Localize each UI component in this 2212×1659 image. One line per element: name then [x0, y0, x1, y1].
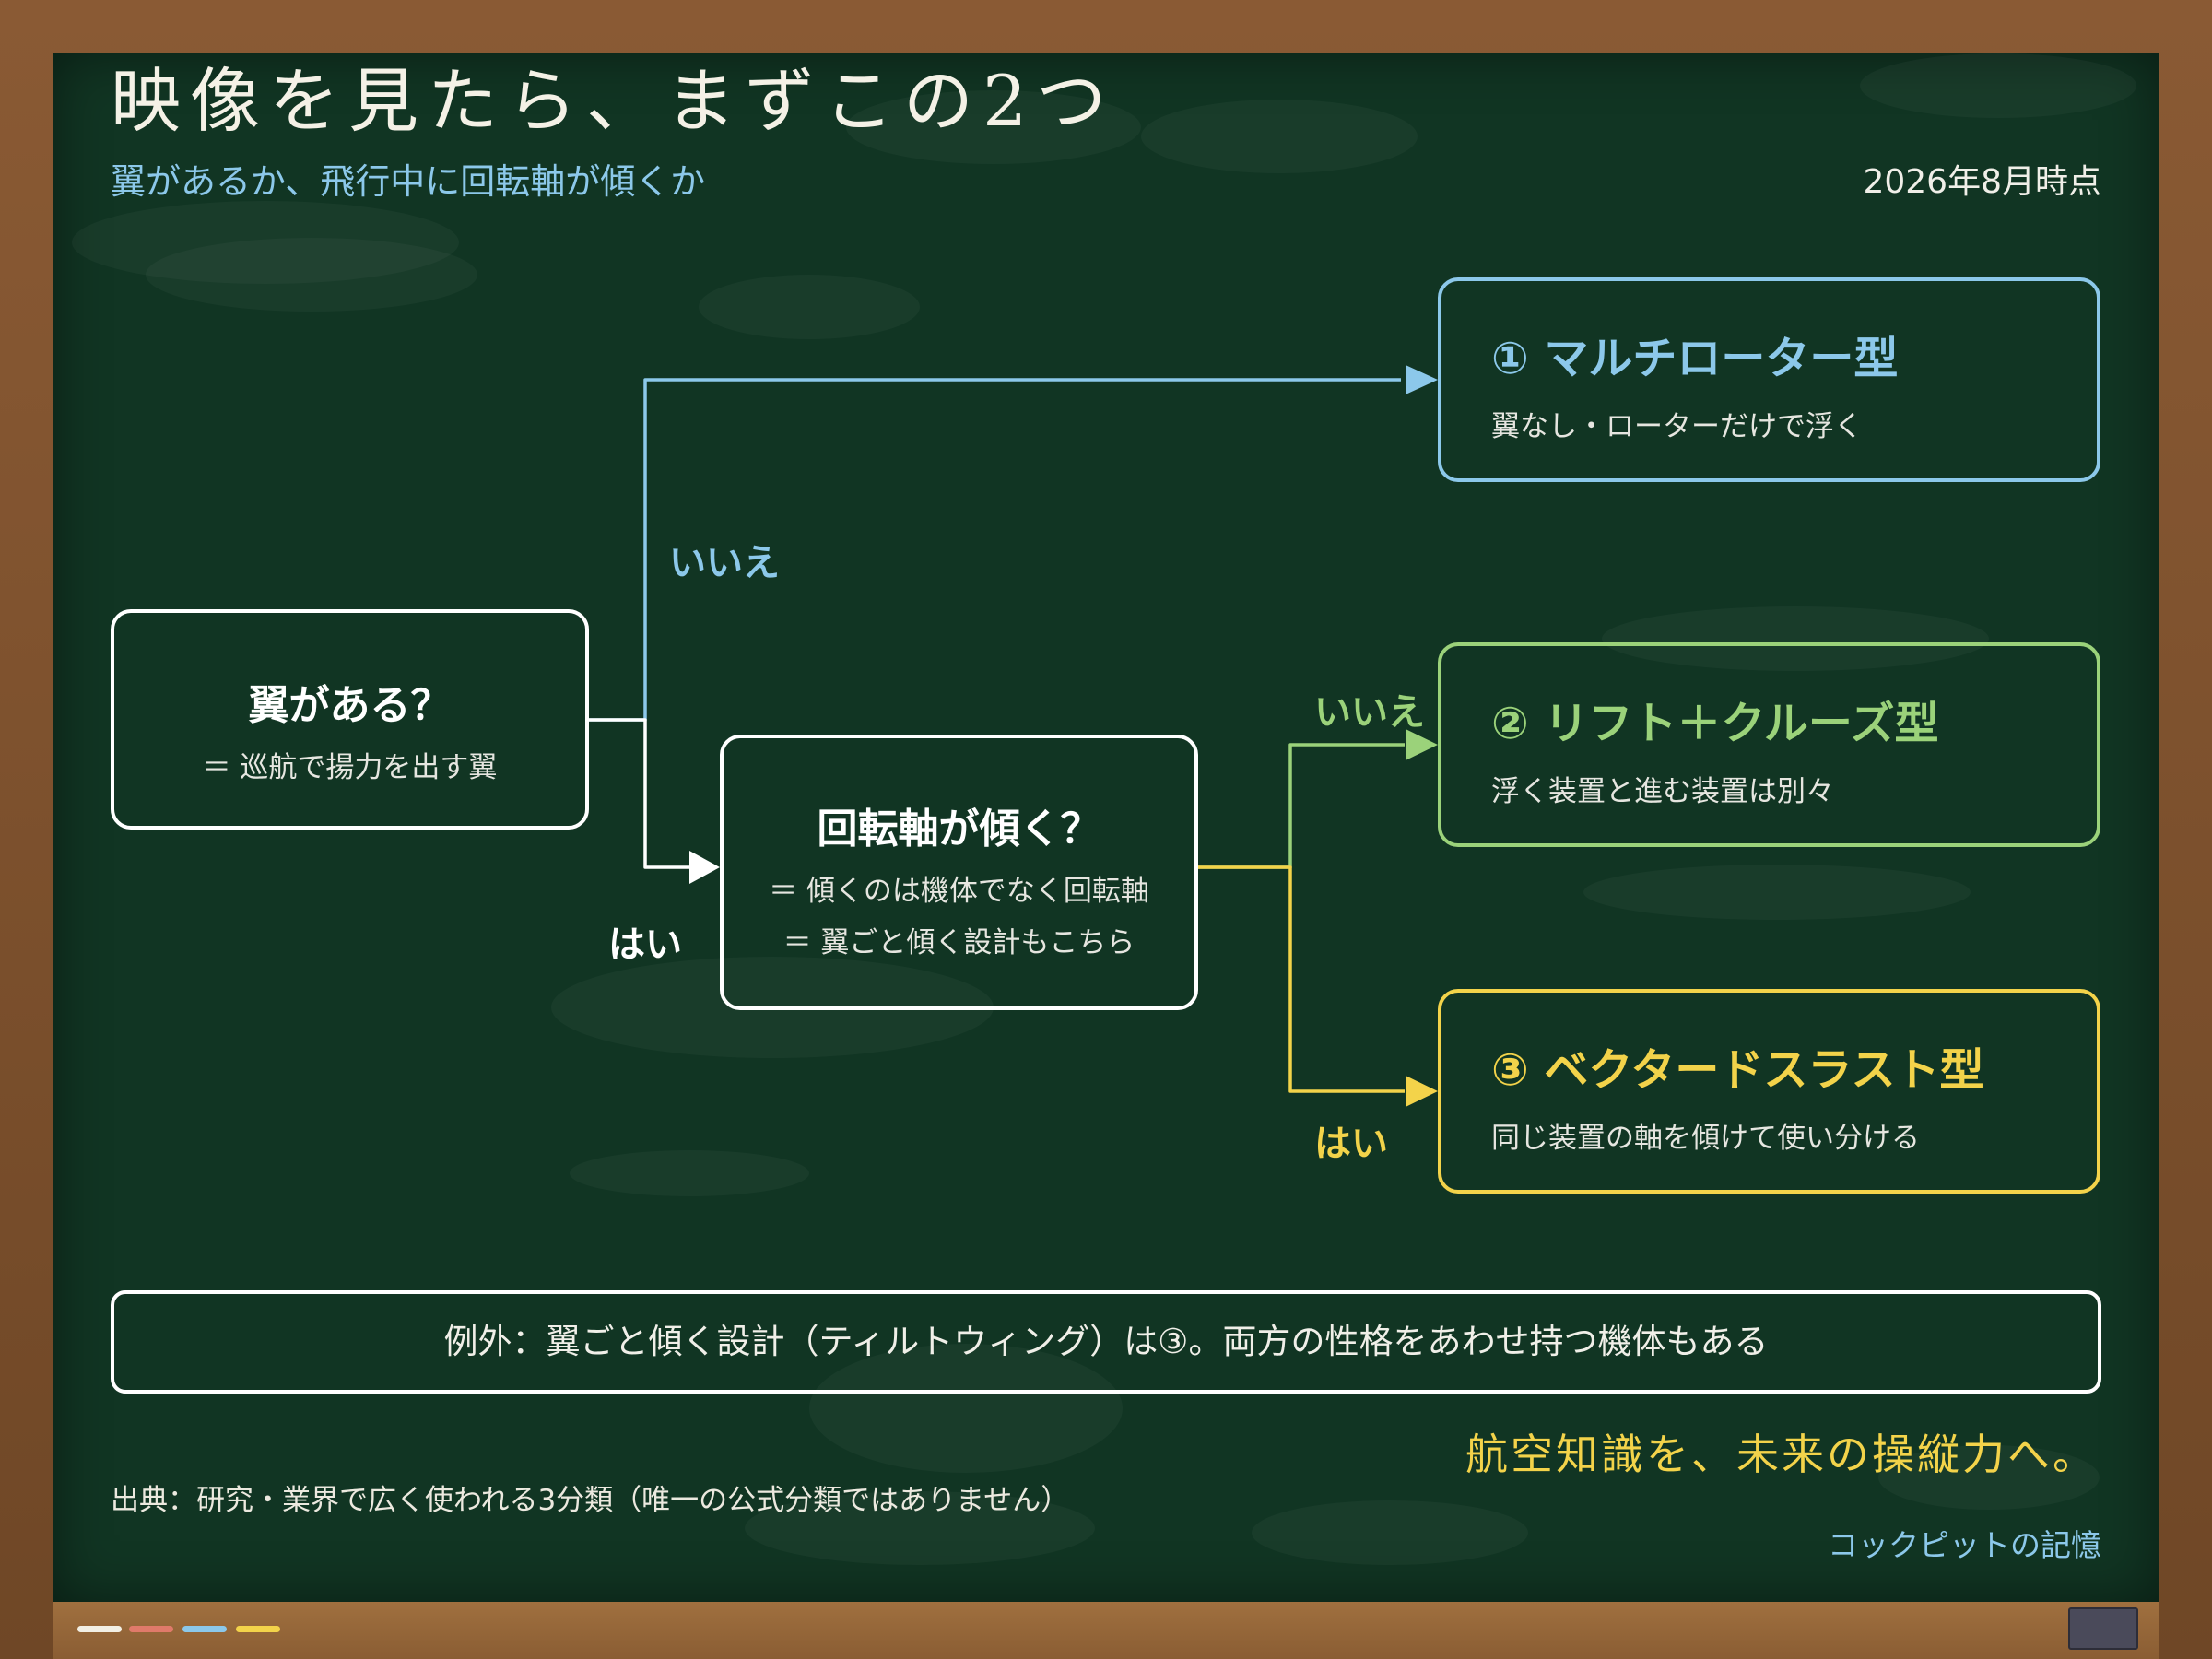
- chalk-yellow: [236, 1626, 280, 1632]
- result-vectored-thrust: ③ ベクタードスラスト型 同じ装置の軸を傾けて使い分ける: [1438, 989, 2100, 1194]
- decision-has-wings: 翼がある？ ＝ 巡航で揚力を出す翼: [111, 609, 589, 830]
- edge-label-no-1: いいえ: [669, 542, 780, 584]
- result-vectored-thrust-desc: 同じ装置の軸を傾けて使い分ける: [1491, 1122, 1920, 1155]
- date-label: 2026年8月時点: [1863, 163, 2101, 201]
- edge-label-yes-2: はい: [1314, 1123, 1388, 1165]
- source-citation: 出典：研究・業界で広く使われる3分類（唯一の公式分類ではありません）: [111, 1484, 1070, 1517]
- result-multirotor-desc: 翼なし・ローターだけで浮く: [1491, 410, 1863, 443]
- arrowhead-q2: [689, 851, 720, 884]
- page-subtitle: 翼があるか、飛行中に回転軸が傾くか: [111, 161, 706, 202]
- arrowhead-r1: [1406, 365, 1438, 394]
- eraser-icon: [2068, 1607, 2138, 1650]
- chalk-blue: [182, 1626, 227, 1632]
- edge-q1-to-q2: [589, 718, 691, 869]
- result-vectored-thrust-title: ③ ベクタードスラスト型: [1491, 1044, 1984, 1096]
- edge-label-no-2: いいえ: [1314, 691, 1425, 734]
- result-lift-cruise: ② リフト＋クルーズ型 浮く装置と進む装置は別々: [1438, 642, 2100, 847]
- page-title: 映像を見たら、まずこの2つ: [111, 60, 1116, 142]
- chalk-red: [129, 1626, 173, 1632]
- edge-q2-to-r2: [1198, 743, 1405, 869]
- result-lift-cruise-desc: 浮く装置と進む装置は別々: [1491, 775, 1834, 808]
- decision-axis-tilts: 回転軸が傾く？ ＝ 傾くのは機体でなく回転軸 ＝ 翼ごと傾く設計もこちら: [720, 735, 1198, 1010]
- edge-label-yes-1: はい: [608, 924, 682, 966]
- edge-q2-to-r3: [1198, 865, 1405, 1093]
- chalk-tray: [53, 1602, 2159, 1659]
- exception-note: 例外：翼ごと傾く設計（ティルトウィング）は③。両方の性格をあわせ持つ機体もある: [111, 1290, 2101, 1394]
- decision-axis-tilts-desc-2: ＝ 翼ごと傾く設計もこちら: [782, 926, 1135, 959]
- decision-axis-tilts-desc-1: ＝ 傾くのは機体でなく回転軸: [769, 875, 1149, 908]
- chalk-white: [77, 1626, 122, 1632]
- slogan: 航空知識を、未来の操縦力へ。: [1465, 1430, 2098, 1479]
- arrowhead-r3: [1406, 1076, 1438, 1107]
- result-multirotor: ① マルチローター型 翼なし・ローターだけで浮く: [1438, 277, 2100, 482]
- brand-label: コックピットの記憶: [1828, 1527, 2101, 1563]
- decision-axis-tilts-title: 回転軸が傾く？: [817, 806, 1101, 853]
- decision-has-wings-title: 翼がある？: [248, 682, 452, 729]
- arrowhead-r2: [1406, 729, 1438, 760]
- decision-has-wings-desc: ＝ 巡航で揚力を出す翼: [202, 751, 498, 784]
- result-multirotor-title: ① マルチローター型: [1491, 333, 1899, 384]
- result-lift-cruise-title: ② リフト＋クルーズ型: [1491, 698, 1939, 749]
